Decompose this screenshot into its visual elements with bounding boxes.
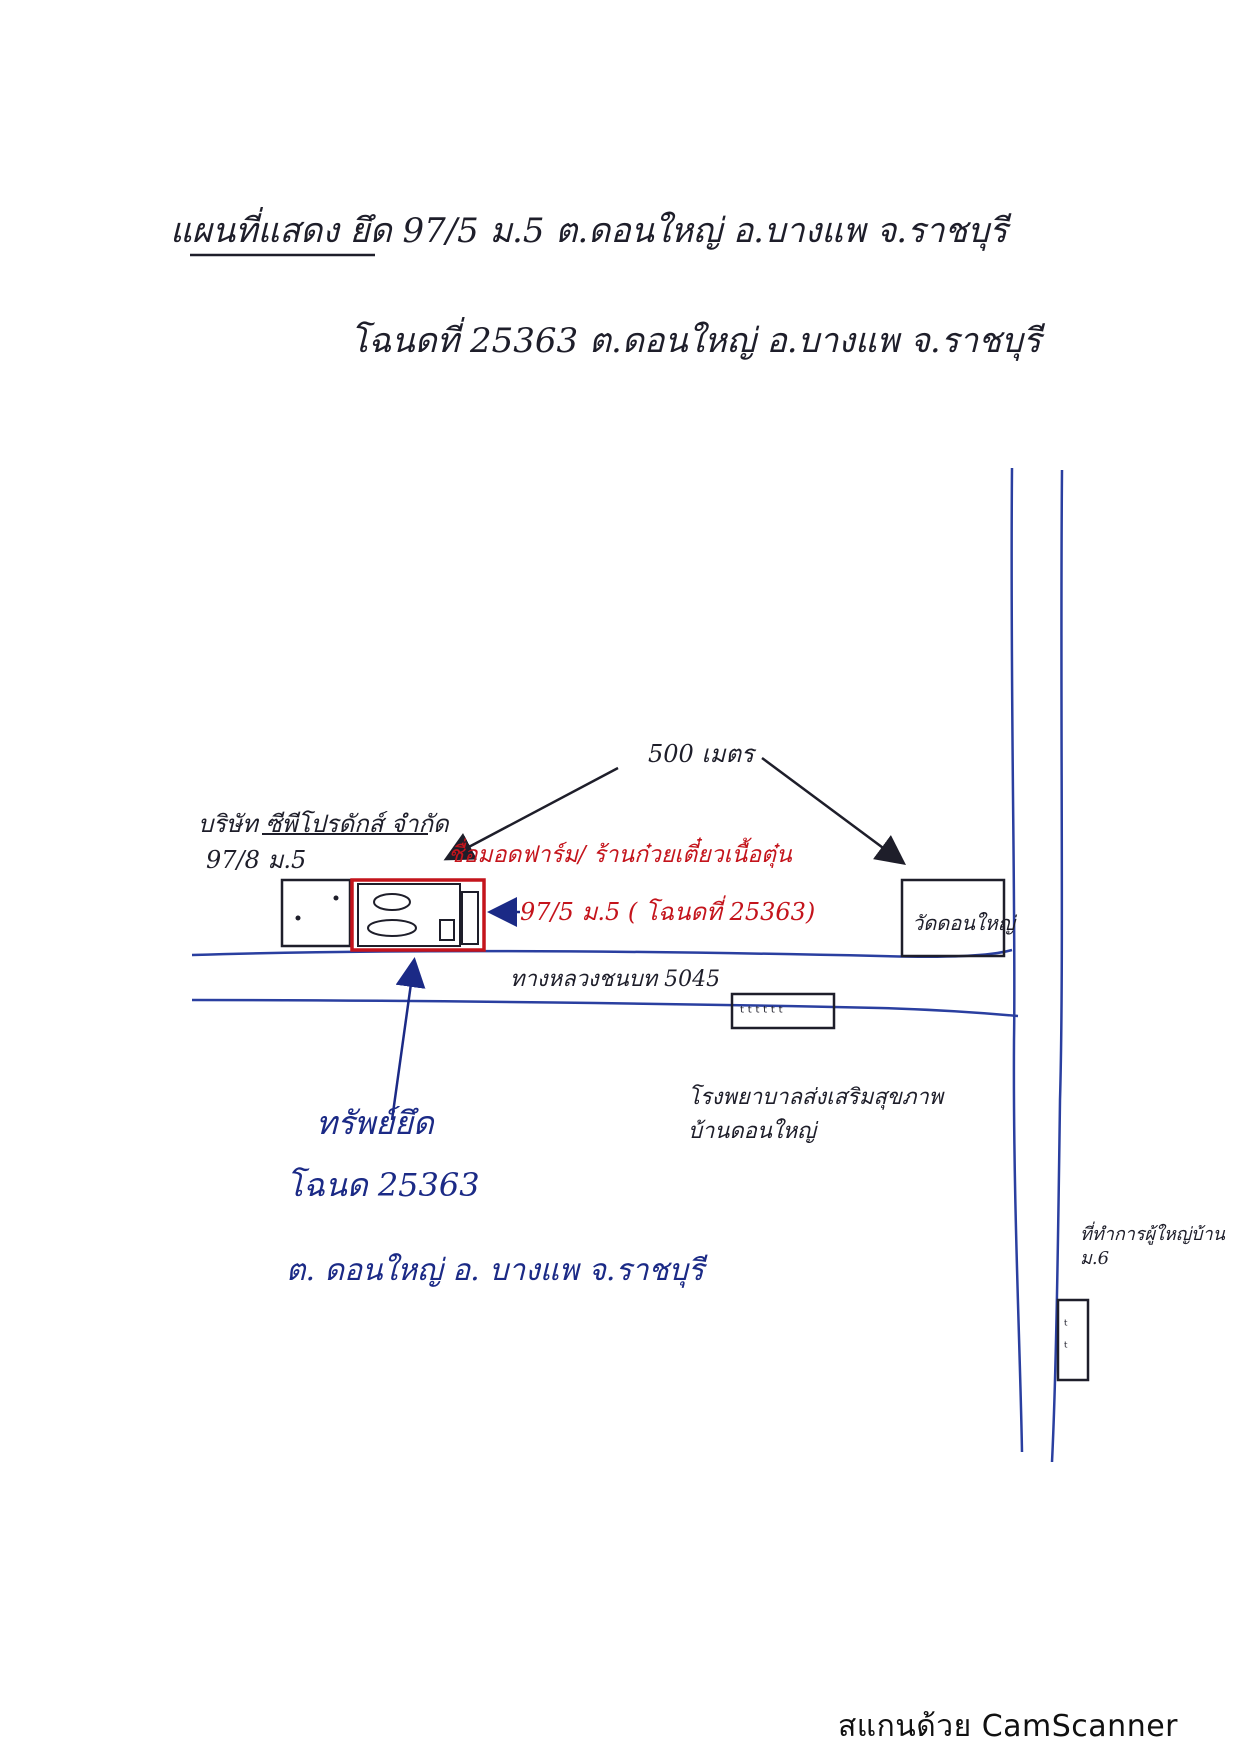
map-subtitle: โฉนดที่ 25363 ต.ดอนใหญ่ อ.บางแพ จ.ราชบุร… [350, 317, 1046, 361]
property-address: 97/5 ม.5 ( โฉนดที่ 25363) [520, 895, 815, 926]
company-building-mark [333, 895, 339, 901]
property-feature [461, 891, 479, 945]
seized-property-arrow [390, 957, 426, 1121]
seized-location: ต. ดอนใหญ่ อ. บางแพ จ.ราชบุรี [286, 1253, 708, 1288]
distance-arrow-east [761, 756, 907, 865]
road-label: ทางหลวงชนบท 5045 [510, 967, 720, 992]
shop-label: ชื่อมอดฟาร์ม/ ร้านก๋วยเตี๋ยวเนื้อตุ๋น [448, 837, 793, 868]
hospital-name: โรงพยาบาลส่งเสริมสุขภาพบ้านดอนใหญ่ [688, 1084, 946, 1144]
company-building-mark [295, 915, 301, 921]
village-head-building [1056, 1298, 1090, 1382]
highway-west-edge [1010, 467, 1024, 1453]
hospital-building-mark: ᵗᵗᵗᵗᵗᵗ [740, 1003, 786, 1022]
distance-label: 500 เมตร [648, 740, 757, 768]
property-structure [357, 883, 461, 947]
village-head-building-mark: ᵗ [1064, 1318, 1068, 1334]
seized-property-plot [350, 878, 486, 952]
road-south-edge [191, 998, 1019, 1018]
property-feature [367, 919, 417, 937]
highway-east-edge [1050, 469, 1064, 1463]
property-feature [439, 919, 455, 941]
hospital-building [730, 992, 836, 1030]
distance-arrow-west [443, 766, 619, 861]
temple-name: วัดดอนใหญ่ [912, 911, 1018, 935]
seized-deed: โฉนด 25363 [286, 1166, 480, 1204]
village-head-label: ที่ทำการผู้ใหญ่บ้านม.6 [1080, 1221, 1226, 1269]
camscanner-watermark: สแกนด้วย CamScanner [837, 1709, 1178, 1744]
property-feature [373, 893, 411, 911]
company-building [280, 878, 352, 948]
temple-building [900, 878, 1006, 958]
seized-title: ทรัพย์ยึด [316, 1104, 436, 1142]
village-head-building-mark: ᵗ [1064, 1340, 1068, 1356]
map-title: แผนที่แสดง ยึด 97/5 ม.5 ต.ดอนใหญ่ อ.บางแ… [170, 207, 1012, 251]
road-north-edge [191, 948, 1013, 958]
company-address: 97/8 ม.5 [206, 846, 306, 874]
